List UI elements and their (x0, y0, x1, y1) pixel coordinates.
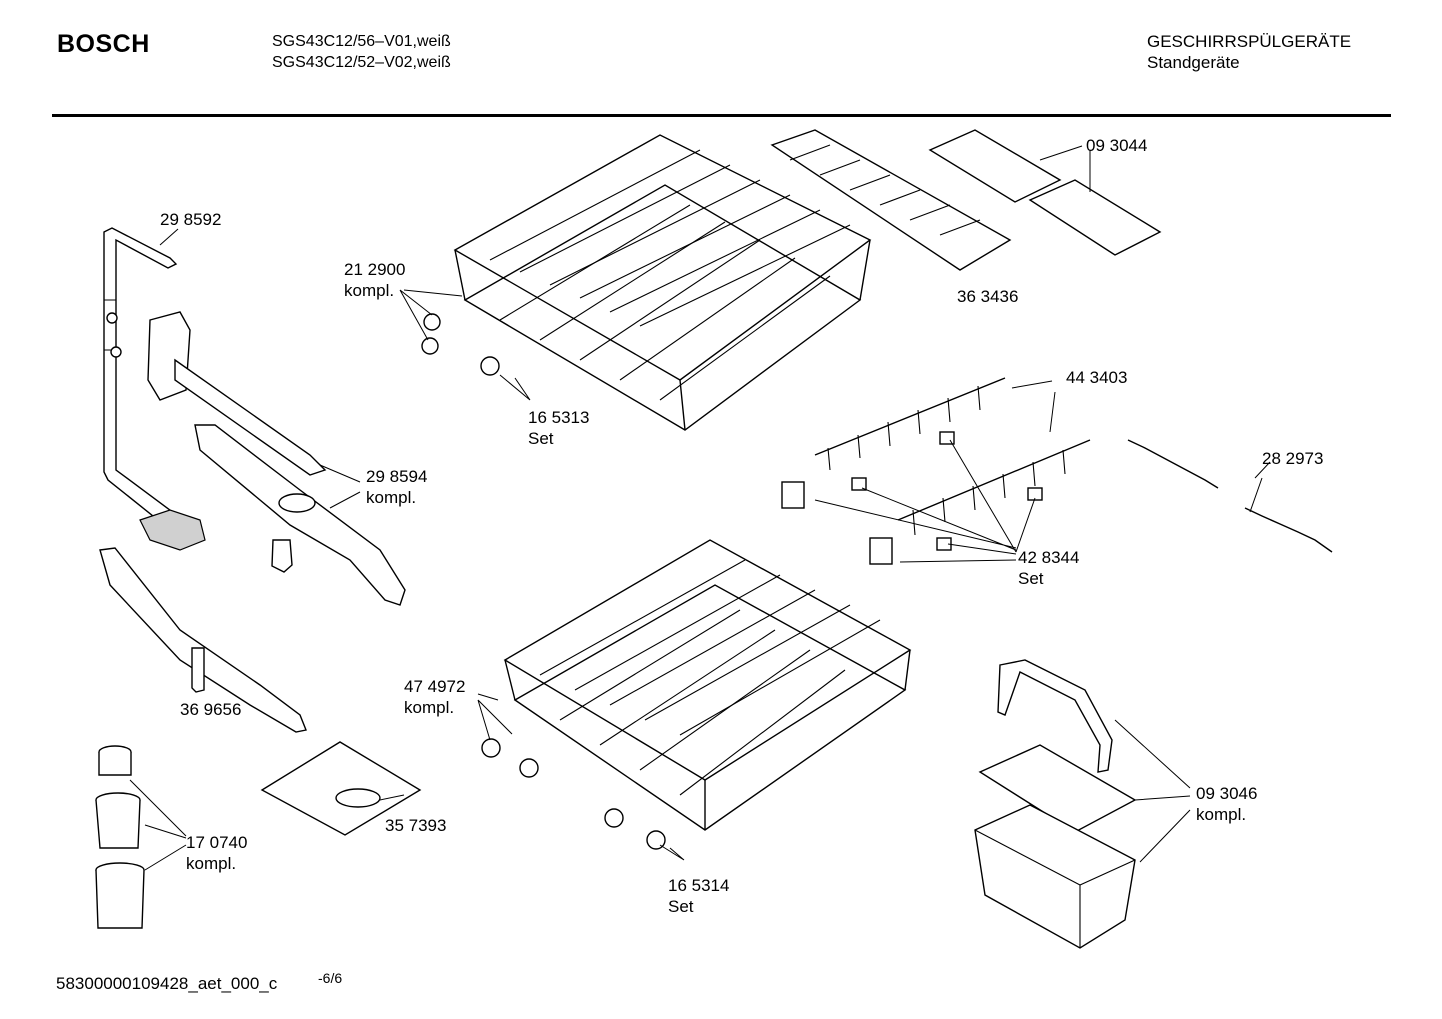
cutlery-tray (770, 129, 1012, 271)
spray-arm-supply-pipe (103, 227, 206, 551)
model-numbers: SGS43C12/56–V01,weiß SGS43C12/52–V02,wei… (272, 31, 451, 73)
stepped-rails (1127, 439, 1333, 553)
tine-rows (814, 377, 1091, 536)
category-block: GESCHIRRSPÜLGERÄTE Standgeräte (1147, 31, 1351, 73)
category-subtitle: Standgeräte (1147, 53, 1240, 72)
cup-racks (928, 129, 1162, 256)
label-363436: 36 3436 (957, 287, 1019, 306)
label-093044: 09 3044 (1086, 136, 1148, 155)
label-282973: 28 2973 (1262, 449, 1324, 468)
model-line-2: SGS43C12/52–V02,weiß (272, 54, 451, 71)
label-298592: 29 8592 (160, 210, 222, 229)
label-369656: 36 9656 (180, 700, 242, 719)
upper-basket (453, 134, 872, 431)
lower-spray-arm (194, 424, 406, 606)
category-title: GESCHIRRSPÜLGERÄTE (1147, 32, 1352, 51)
model-line-1: SGS43C12/56–V01,weiß (272, 33, 451, 50)
cutlery-basket (974, 659, 1137, 949)
middle-spray-arm (99, 547, 307, 733)
filter-plate (260, 741, 422, 836)
leader-lines (129, 145, 1271, 871)
lower-basket (503, 539, 912, 831)
brand-logo: BOSCH (57, 30, 150, 58)
upper-spray-arm-tube (147, 311, 327, 476)
basket-wheels (421, 313, 666, 850)
label-443403: 44 3403 (1066, 368, 1128, 387)
page-number: -6/6 (318, 970, 343, 986)
document-id: 58300000109428_aet_000_c (56, 974, 278, 993)
header-divider (52, 114, 1391, 117)
label-357393: 35 7393 (385, 816, 447, 835)
rack-clips (781, 431, 1043, 565)
filter-set (95, 745, 145, 929)
